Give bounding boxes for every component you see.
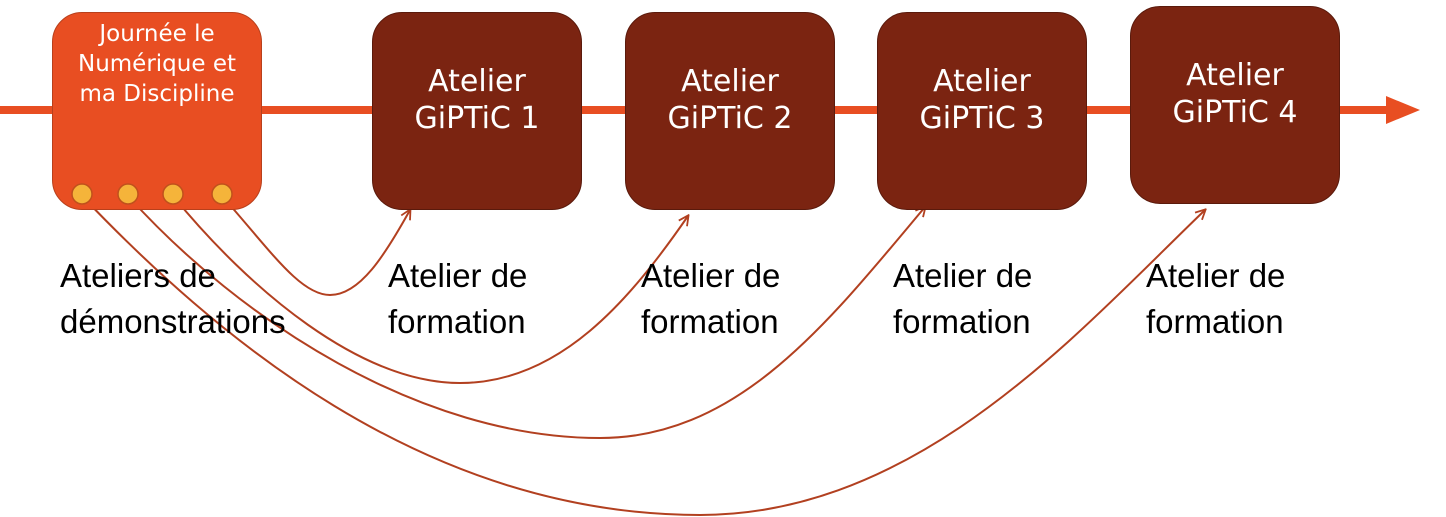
atelier-box-4: Atelier GiPTiC 4 xyxy=(1130,6,1340,204)
atelier-box-3-label: Atelier GiPTiC 3 xyxy=(919,64,1045,136)
atelier-2-caption: Atelier de formation xyxy=(641,253,780,345)
connector-to-atelier-2 xyxy=(172,195,688,385)
atelier-2-caption-line-1: Atelier de xyxy=(641,257,781,294)
atelier-box-2: Atelier GiPTiC 2 xyxy=(625,12,835,210)
atelier-box-1-label: Atelier GiPTiC 1 xyxy=(414,64,540,136)
dot-3 xyxy=(162,183,184,205)
atelier-box-1: Atelier GiPTiC 1 xyxy=(372,12,582,210)
atelier-3-caption: Atelier de formation xyxy=(893,253,1032,345)
dot-4 xyxy=(211,183,233,205)
atelier-2-caption-line-2: formation xyxy=(641,303,779,340)
connector-to-atelier-1 xyxy=(221,195,410,297)
atelier-1-caption: Atelier de formation xyxy=(388,253,527,345)
atelier-box-4-label: Atelier GiPTiC 4 xyxy=(1172,58,1298,130)
timeline-arrowhead xyxy=(1386,96,1420,124)
start-caption-line-1: Ateliers de xyxy=(60,257,216,294)
start-caption-line-2: démonstrations xyxy=(60,303,286,340)
atelier-4-caption-line-2: formation xyxy=(1146,303,1284,340)
start-box: Journée le Numérique et ma Discipline xyxy=(52,12,262,210)
atelier-box-2-label: Atelier GiPTiC 2 xyxy=(667,64,793,136)
connector-to-atelier-3 xyxy=(127,195,925,440)
start-caption: Ateliers de démonstrations xyxy=(60,253,286,345)
atelier-4-caption-line-1: Atelier de xyxy=(1146,257,1286,294)
atelier-3-caption-line-1: Atelier de xyxy=(893,257,1033,294)
atelier-4-caption: Atelier de formation xyxy=(1146,253,1285,345)
connector-to-atelier-4 xyxy=(81,195,1205,517)
start-box-label: Journée le Numérique et ma Discipline xyxy=(78,21,236,107)
dot-2 xyxy=(117,183,139,205)
atelier-3-caption-line-2: formation xyxy=(893,303,1031,340)
atelier-1-caption-line-2: formation xyxy=(388,303,526,340)
atelier-1-caption-line-1: Atelier de xyxy=(388,257,528,294)
atelier-box-3: Atelier GiPTiC 3 xyxy=(877,12,1087,210)
dot-1 xyxy=(71,183,93,205)
